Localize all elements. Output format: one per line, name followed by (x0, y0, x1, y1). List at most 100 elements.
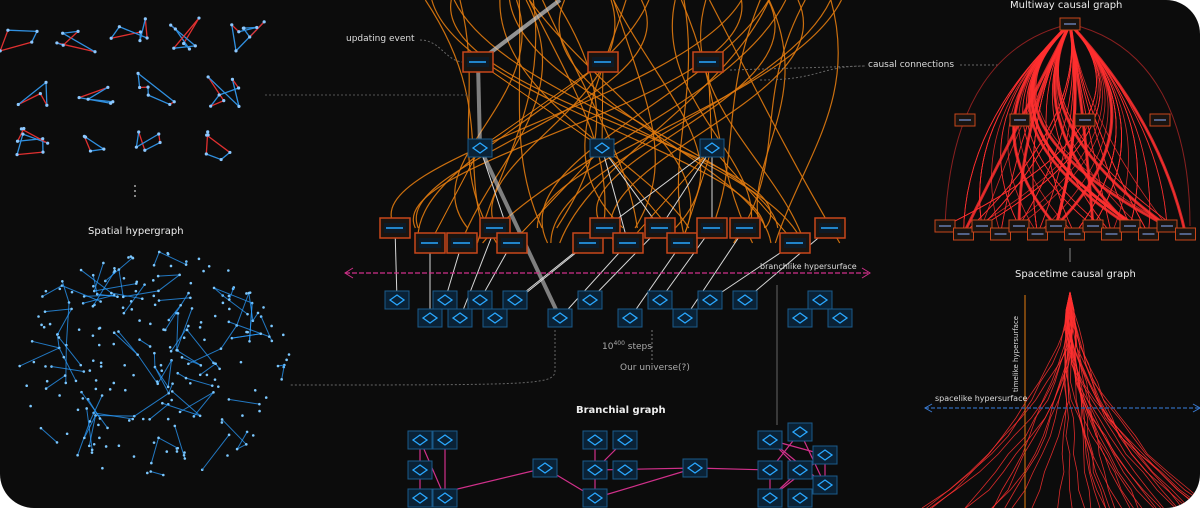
hypergraph-node (87, 444, 91, 448)
hypergraph-edge (193, 392, 214, 417)
hypergraph-node (121, 295, 125, 299)
multiway-edge (459, 227, 496, 319)
multiway-edge (601, 147, 629, 244)
thumbnail-edge (135, 131, 140, 148)
spacetime-causal-graph-title: Spacetime causal graph (1015, 269, 1136, 280)
arrow-right-icon (861, 267, 871, 279)
hypergraph-node (81, 397, 85, 400)
hypergraph-node (65, 432, 69, 436)
state-glyph (703, 142, 721, 154)
causal-graph-edge (1035, 23, 1186, 235)
hypergraph-edge (58, 337, 82, 366)
thumbnail-edge (220, 151, 231, 161)
hypergraph-node (113, 269, 117, 273)
multiway-edge (604, 147, 713, 229)
hypergraph-node (74, 379, 78, 383)
causal-edge (518, 0, 543, 229)
annotation-leader (729, 65, 866, 81)
hypergraph-node (213, 314, 217, 318)
thumbnail-edge (231, 78, 240, 89)
thumbnail-edge (173, 45, 196, 49)
hypergraph-node (92, 289, 96, 293)
thumbnail-node (172, 100, 176, 104)
hypergraph-node (136, 353, 139, 356)
hypergraph-edge (158, 437, 178, 449)
spacelike-hypersurface-label: spacelike hypersurface (935, 394, 1028, 403)
hypergraph-node (198, 326, 202, 329)
hypergraph-node (112, 381, 116, 385)
thumbnail-node (138, 39, 142, 43)
hypergraph-node (285, 358, 288, 362)
causal-edge (454, 0, 523, 229)
thumbnail-edge (210, 94, 220, 107)
hypergraph-node (70, 307, 73, 311)
thumbnail-edge (90, 148, 104, 152)
thumbnail-edge (139, 18, 146, 41)
steps-word: steps (627, 342, 652, 352)
state-glyph (436, 294, 454, 306)
hypergraph-node (276, 364, 280, 368)
causal-edge (479, 61, 604, 149)
spacetime-edge (1067, 291, 1139, 508)
hypergraph-node (90, 451, 94, 454)
state-node (672, 308, 698, 328)
thumbnail-node (168, 102, 172, 107)
state-glyph (586, 464, 604, 476)
hypergraph-node (169, 349, 173, 353)
hypergraph-node (184, 263, 188, 266)
thumbnail-edge (148, 94, 171, 106)
hypergraph-edge (176, 349, 202, 366)
hypergraph-node (116, 295, 119, 298)
thumbnail-node (109, 36, 113, 40)
state-glyph (411, 492, 429, 504)
thumbnail-edge (87, 86, 109, 100)
thumbnail-node (206, 75, 210, 79)
thumbnail-node (234, 49, 238, 53)
hypergraph-edge (153, 353, 156, 368)
hypergraph-node (134, 282, 138, 285)
hypergraph-node (217, 385, 220, 388)
hypergraph-node (132, 455, 136, 458)
thumbnail-edge (144, 141, 161, 151)
hypergraph-node (173, 424, 177, 428)
multiway-edge (711, 147, 796, 244)
branchial-node (787, 460, 813, 480)
thumbnail-edge (119, 26, 148, 39)
hypergraph-edge (188, 348, 222, 365)
causal-edge (450, 0, 772, 229)
state-glyph (736, 294, 754, 306)
hypergraph-node (155, 380, 159, 383)
hypergraph-node (258, 402, 261, 406)
branchial-node (787, 488, 813, 508)
multiway-edge (659, 227, 713, 301)
hypergraph-node (244, 443, 248, 446)
hypergraph-node (123, 363, 126, 367)
hypergraph-edge (248, 292, 254, 321)
thumbnail-edge (62, 30, 79, 46)
hypergraph-node (149, 470, 153, 473)
multiway-edge-thick (476, 61, 482, 149)
causal-graph-edge (944, 23, 1071, 227)
branchial-node (582, 430, 608, 450)
ellipsis-dot (134, 195, 136, 197)
multiway-edge (684, 227, 746, 319)
state-node (617, 308, 643, 328)
hypergraph-node (253, 389, 257, 392)
branchial-node (612, 460, 638, 480)
causal-graph-edge (1037, 23, 1109, 235)
thumbnail-node (45, 103, 49, 107)
thumbnail-node (134, 145, 138, 149)
hypergraph-node (187, 324, 190, 328)
hypergraph-node (30, 340, 34, 343)
thumbnail-edge (183, 17, 200, 44)
hypergraph-node (151, 279, 155, 282)
hypergraph-edge (213, 287, 253, 304)
branchial-node (407, 488, 433, 508)
causal-edge (711, 0, 761, 229)
thumbnail-node (41, 150, 45, 154)
hypergraph-node (227, 294, 231, 298)
state-glyph (816, 479, 834, 491)
thumbnail-node (137, 130, 141, 134)
multiway-edge (627, 147, 713, 244)
